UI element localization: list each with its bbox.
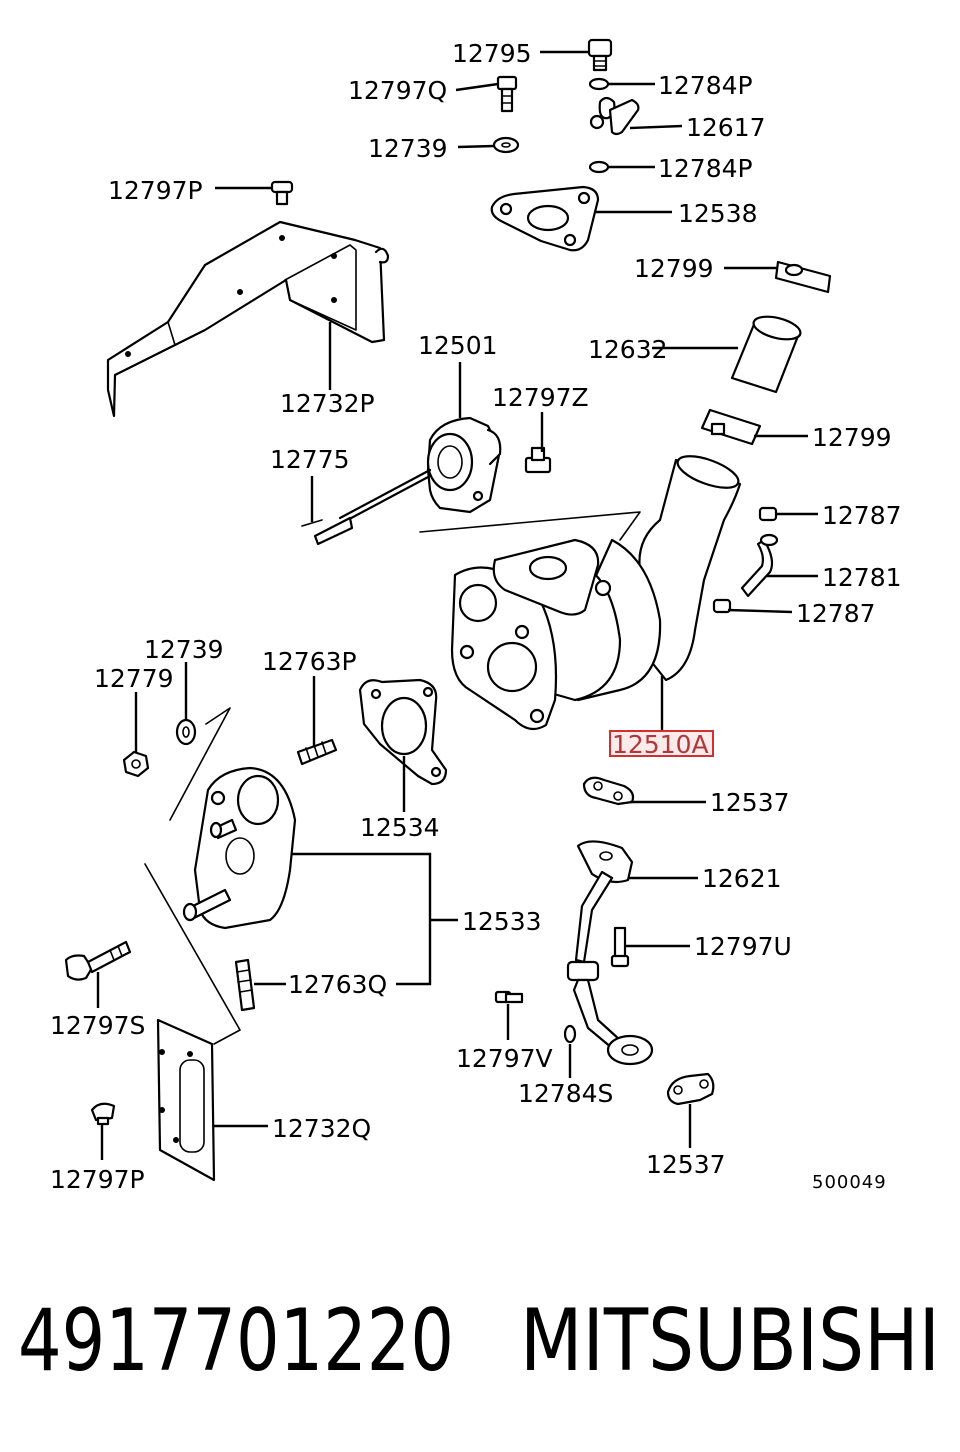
callout-12621: 12621 — [702, 864, 782, 893]
part-12797Q-bolt — [496, 75, 518, 113]
part-12533-outlet-elbow — [169, 707, 297, 930]
callout-12784S: 12784S — [518, 1079, 613, 1108]
callout-12510A-highlighted[interactable]: 12510A — [609, 730, 714, 759]
callout-12538: 12538 — [678, 199, 758, 228]
callout-12510A: 12510A — [612, 730, 709, 759]
part-12797S-bolt — [64, 940, 132, 981]
part-12632-hose — [730, 315, 802, 394]
callout-12781: 12781 — [822, 563, 902, 592]
part-12797U-bolt — [610, 926, 630, 968]
callout-12763Q: 12763Q — [288, 970, 387, 999]
part-12799-clamp-top — [774, 260, 832, 294]
callout-12617: 12617 — [686, 113, 766, 142]
callout-12787-top: 12787 — [822, 501, 902, 530]
part-12784P-washer-top — [588, 77, 610, 91]
part-12739-washer-left — [175, 718, 197, 746]
part-12732P-heat-shield — [106, 220, 390, 418]
callout-12784P-mid: 12784P — [658, 154, 753, 183]
leader-lines — [96, 50, 818, 1160]
diagram-code: 500049 — [812, 1172, 887, 1193]
callout-12797U: 12797U — [694, 932, 792, 961]
callout-12779: 12779 — [94, 664, 174, 693]
part-12501-wastegate-actuator — [301, 416, 502, 546]
callout-12797S: 12797S — [50, 1011, 145, 1040]
part-12797V-bolt — [494, 990, 524, 1004]
callout-12797P-top: 12797P — [108, 176, 203, 205]
callout-12537-bottom: 12537 — [646, 1150, 726, 1179]
callout-12763P: 12763P — [262, 647, 357, 676]
part-12779-nut — [122, 750, 150, 778]
callout-12784P-top: 12784P — [658, 71, 753, 100]
part-12784P-washer-mid — [588, 160, 610, 174]
callout-12533: 12533 — [462, 907, 542, 936]
part-12534-gasket — [358, 678, 448, 786]
callout-12787-bottom: 12787 — [796, 599, 876, 628]
callout-12739-left: 12739 — [144, 635, 224, 664]
part-12763P-stud — [296, 738, 338, 766]
callout-12799-mid: 12799 — [812, 423, 892, 452]
part-12739-washer-top — [492, 136, 520, 154]
callout-12537-top: 12537 — [710, 788, 790, 817]
part-12538-gasket — [490, 185, 600, 252]
part-12787-clip-bottom — [712, 598, 732, 614]
brand-name: MITSUBISHI — [520, 1291, 940, 1391]
part-12797Z-bolt — [524, 446, 552, 474]
footer: 4917701220 MITSUBISHI — [18, 1291, 940, 1391]
callout-12510A-highlight-box — [609, 730, 714, 757]
part-12617-pipe-bracket — [589, 96, 640, 136]
callout-12797Z: 12797Z — [492, 383, 589, 412]
part-12732Q-bracket — [144, 863, 241, 1182]
callout-12799-top: 12799 — [634, 254, 714, 283]
callout-12797P-bottom: 12797P — [50, 1165, 145, 1194]
callout-12534: 12534 — [360, 813, 440, 842]
callout-labels: 12795 12797Q 12784P 12617 12739 12784P 1… — [50, 39, 902, 1194]
callout-12732Q: 12732Q — [272, 1114, 371, 1143]
callout-12795: 12795 — [452, 39, 532, 68]
callout-12632: 12632 — [588, 335, 668, 364]
part-12797P-bolt-bottom — [90, 1102, 116, 1126]
part-12797P-bolt-top — [270, 180, 294, 206]
part-12781-hose — [740, 533, 779, 598]
callout-12797V: 12797V — [456, 1044, 553, 1073]
part-12787-clip-top — [758, 506, 778, 522]
part-12537-gasket-bottom — [666, 1072, 715, 1106]
part-12510A-turbocharger — [419, 455, 742, 731]
part-12799-clamp-mid — [700, 408, 762, 446]
callout-12501: 12501 — [418, 331, 498, 360]
part-number: 4917701220 — [18, 1291, 454, 1391]
callout-12775: 12775 — [270, 445, 350, 474]
part-12537-gasket-top — [582, 776, 635, 806]
part-12795-bolt — [587, 38, 613, 72]
callout-12797Q: 12797Q — [348, 76, 447, 105]
part-12763Q-stud — [234, 958, 256, 1012]
part-12621-oil-pipe — [566, 840, 654, 1066]
callout-12739-top: 12739 — [368, 134, 448, 163]
callout-12732P: 12732P — [280, 389, 375, 418]
part-12784S-washer — [563, 1024, 577, 1044]
